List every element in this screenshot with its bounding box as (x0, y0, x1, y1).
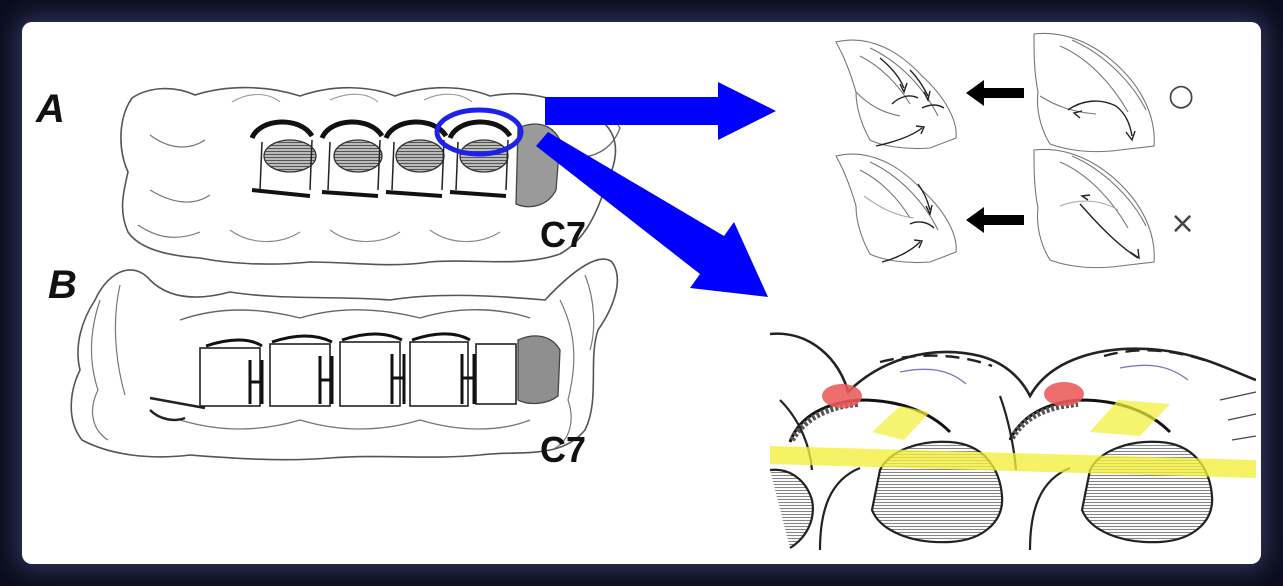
black-left-arrow-icon (966, 207, 1024, 233)
panel-a-label: A (35, 87, 65, 131)
facet-motion-inset (836, 33, 1154, 267)
spine-diagram-b (71, 259, 617, 460)
panel-b-label: B (48, 263, 77, 307)
black-left-arrow-icon (966, 80, 1024, 106)
valid-motion-symbol: ○ (1168, 78, 1194, 113)
panel-a-c7-label: C7 (540, 214, 586, 255)
facet-closeup-inset (770, 326, 1256, 550)
red-marker-right (1044, 382, 1084, 406)
panel-b-c7-label: C7 (540, 429, 586, 470)
red-marker-left (822, 384, 862, 408)
invalid-motion-symbol: × (1170, 206, 1195, 241)
